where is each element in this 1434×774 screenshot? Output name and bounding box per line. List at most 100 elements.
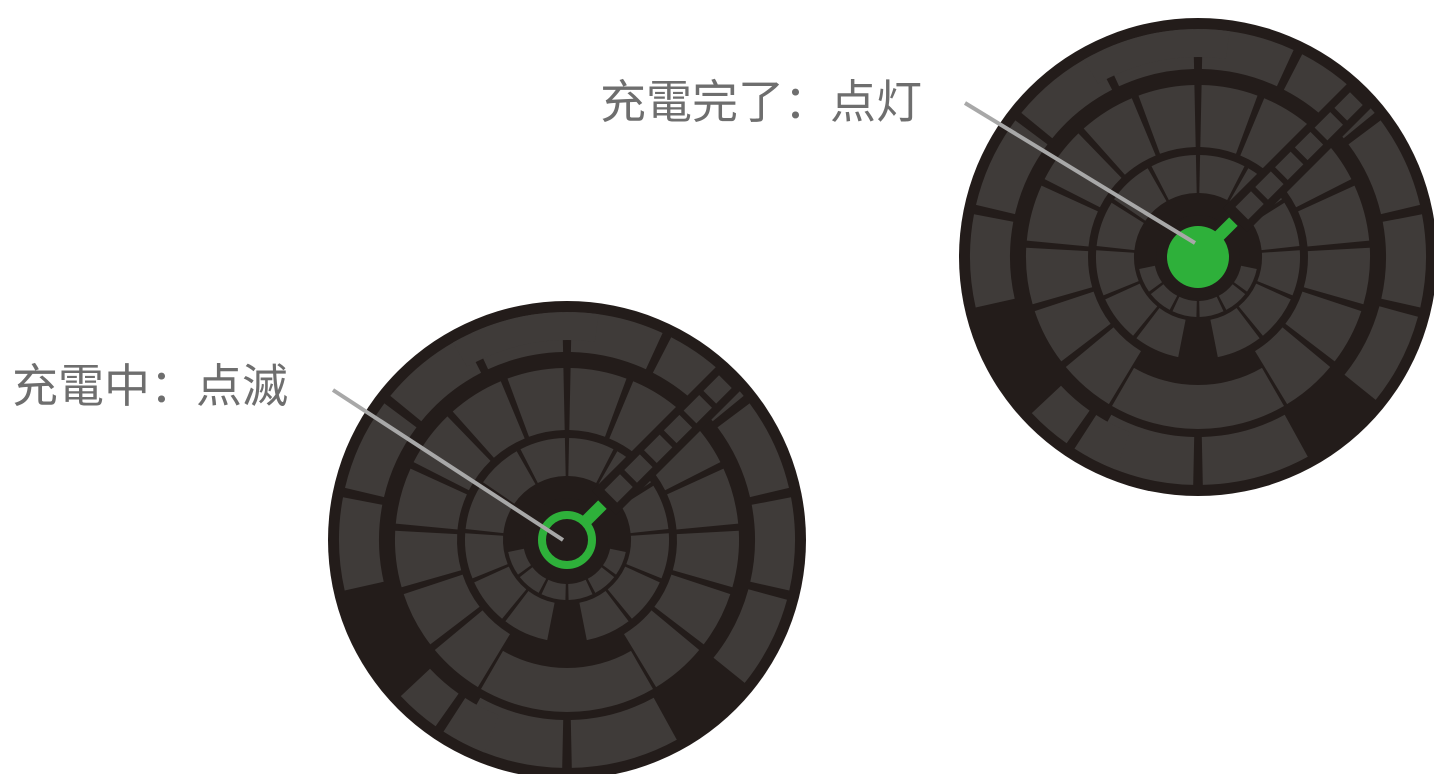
pad-segment — [568, 579, 593, 600]
led-dot-icon — [1167, 226, 1229, 288]
pad-segment — [607, 566, 660, 619]
pad-segment — [519, 567, 547, 593]
charging-leader-line — [331, 388, 565, 542]
pad-segment — [1074, 415, 1130, 470]
pad-segment — [434, 610, 510, 688]
pad-segment — [1112, 367, 1284, 430]
pad-segment — [672, 530, 740, 588]
pad-segment — [1201, 414, 1308, 485]
pad-segment — [1139, 265, 1162, 292]
pad-segment — [624, 610, 700, 688]
pad-segment — [1084, 28, 1230, 84]
pad-segment — [654, 574, 731, 645]
charging-device — [328, 301, 806, 774]
pad-segment — [1218, 284, 1246, 310]
slot-segment — [604, 474, 633, 503]
pad-segment — [603, 548, 626, 575]
pad-segment — [750, 497, 796, 591]
pad-segment — [443, 698, 499, 753]
pad-segment — [1257, 250, 1301, 296]
pad-segment — [1114, 168, 1167, 221]
pad-segment — [1234, 265, 1257, 292]
slot-segment — [1235, 191, 1264, 220]
slot-segment — [1255, 171, 1284, 200]
slot-segment — [1294, 131, 1324, 161]
pad-segment — [1105, 283, 1158, 336]
pad-segment — [481, 650, 653, 713]
pad-segment — [1210, 308, 1260, 358]
pad-segment — [626, 533, 670, 579]
pad-segment — [1025, 247, 1093, 305]
pad-segment — [1138, 85, 1196, 154]
pad-segment — [1344, 306, 1418, 400]
pad-segment — [1151, 155, 1197, 200]
pad-segment — [1285, 291, 1362, 362]
pad-segment — [1199, 155, 1245, 200]
pad-segment — [1381, 214, 1427, 308]
pad-segment — [452, 381, 525, 458]
pad-segment — [390, 337, 482, 422]
slot-segment — [644, 434, 673, 463]
pad-segment — [568, 438, 614, 483]
pad-segment — [643, 416, 721, 491]
pad-segment — [1031, 385, 1090, 444]
pad-segment — [413, 416, 491, 491]
pad-segment — [1255, 327, 1331, 405]
pad-segment — [1348, 120, 1420, 215]
pad-segment — [453, 311, 599, 367]
pad-segment — [1238, 283, 1291, 336]
pad-segment — [1083, 98, 1156, 175]
pad-segment — [713, 589, 787, 683]
slot-segment — [1275, 151, 1304, 180]
pad-segment — [1172, 296, 1197, 317]
complete-label: 充電完了：点灯 — [600, 75, 922, 129]
pad-segment — [609, 381, 682, 458]
pad-segment — [395, 468, 467, 530]
pad-segment — [570, 697, 677, 768]
complete-device — [959, 18, 1434, 496]
led-ring-icon — [538, 511, 596, 569]
pad-segment — [474, 566, 527, 619]
slot-segment — [624, 454, 653, 483]
charging-label: 充電中：点滅 — [12, 359, 288, 413]
pad-segment — [1274, 133, 1352, 208]
pad-segment — [403, 574, 480, 645]
pad-segment — [541, 579, 566, 600]
pad-segment — [1095, 250, 1139, 296]
slot-segment — [683, 395, 712, 424]
pad-segment — [508, 548, 531, 575]
pad-segment — [569, 368, 627, 437]
pad-segment — [1034, 291, 1111, 362]
pad-segment — [1303, 247, 1371, 305]
pad-segment — [507, 368, 565, 437]
pad-segment — [400, 668, 459, 727]
pad-segment — [394, 530, 462, 588]
pad-segment — [483, 451, 536, 504]
pad-segment — [1026, 185, 1098, 247]
pad-segment — [579, 591, 629, 641]
pad-segment — [520, 438, 566, 483]
pad-segment — [969, 214, 1015, 308]
pad-segment — [505, 591, 555, 641]
pad-segment — [1021, 54, 1113, 139]
slot-segment — [663, 414, 693, 444]
pad-segment — [464, 533, 508, 579]
pad-segment — [1252, 202, 1300, 251]
slot-segment — [703, 375, 732, 404]
pad-segment — [1096, 202, 1144, 251]
pad-segment — [587, 567, 615, 593]
pad-segment — [345, 403, 417, 498]
pad-segment — [338, 497, 384, 591]
slot-segment — [1334, 92, 1363, 121]
slot-segment — [1314, 112, 1343, 141]
pad-segment — [1199, 296, 1224, 317]
pad-segment — [1150, 284, 1178, 310]
pad-segment — [1298, 185, 1370, 247]
pad-segment — [1200, 85, 1258, 154]
pad-segment — [465, 485, 513, 534]
pad-segment — [1136, 308, 1186, 358]
pad-segment — [621, 485, 669, 534]
pad-segment — [1240, 98, 1313, 175]
complete-leader-line — [963, 101, 1197, 245]
